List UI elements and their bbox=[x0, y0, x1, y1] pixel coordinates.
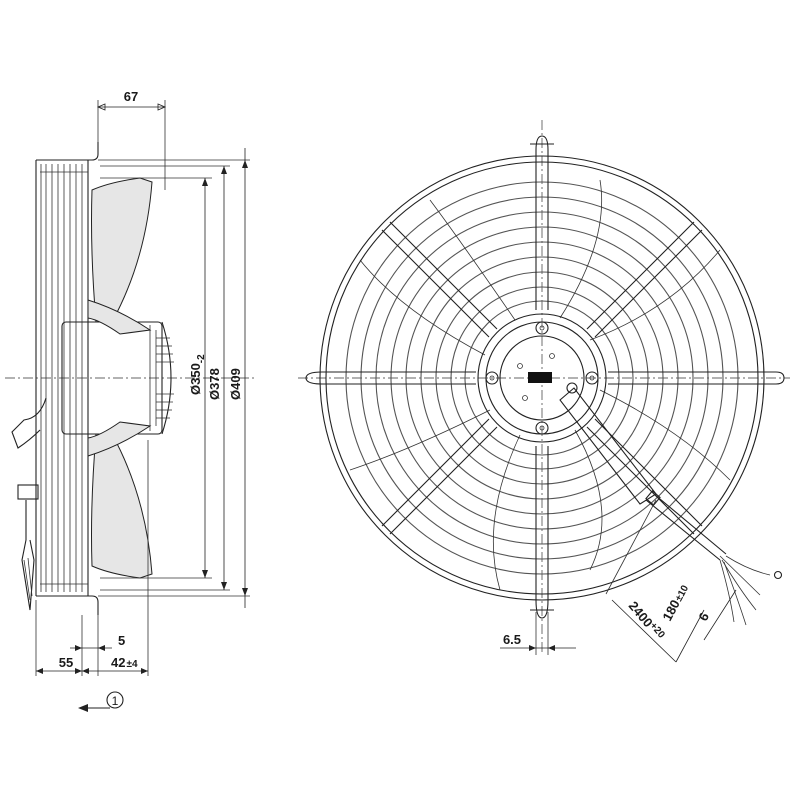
dim-lead-length: 180±10 bbox=[659, 581, 691, 623]
front-view: 6.5 2400+20 180±10 6 bbox=[298, 120, 790, 663]
side-view: 67 Ø350-2 Ø378 Ø409 5 55 42±4 1 bbox=[5, 89, 255, 712]
airflow-marker: 1 bbox=[112, 694, 119, 708]
dim-inner-diameter: Ø350-2 bbox=[188, 354, 207, 395]
dim-motor-depth: 42±4 bbox=[111, 655, 138, 670]
dim-outer-diameter: Ø409 bbox=[228, 368, 243, 400]
dim-flange: 5 bbox=[118, 633, 125, 648]
dim-wire-diameter: 6.5 bbox=[503, 632, 521, 647]
dim-motor-offset: 55 bbox=[59, 655, 73, 670]
dim-guard-diameter: Ø378 bbox=[207, 368, 222, 400]
dim-cable-length: 2400+20 bbox=[626, 598, 667, 643]
dim-depth-total: 67 bbox=[124, 89, 138, 104]
